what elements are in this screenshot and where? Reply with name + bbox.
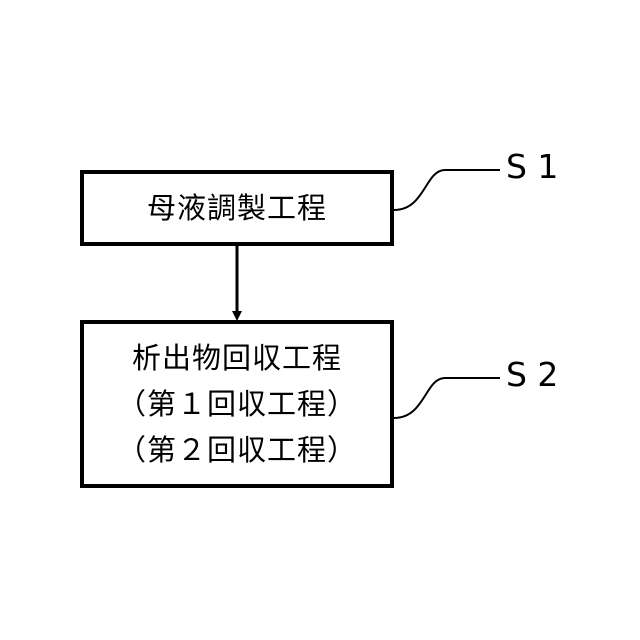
step-label-s2: S 2 (506, 358, 558, 391)
process-box-mother-liquor-preparation: 母液調製工程 (80, 170, 394, 246)
step-label-s1: S 1 (506, 150, 558, 183)
leader-line-s1 (394, 170, 500, 210)
process-box-precipitate-recovery: 析出物回収工程 （第１回収工程） （第２回収工程） (80, 320, 394, 488)
box-text-line: （第１回収工程） (117, 381, 357, 427)
leader-line-s2 (394, 378, 500, 418)
box-text-line: （第２回収工程） (117, 427, 357, 473)
box-text-line: 母液調製工程 (147, 194, 327, 223)
box-text-line: 析出物回収工程 (132, 335, 342, 381)
